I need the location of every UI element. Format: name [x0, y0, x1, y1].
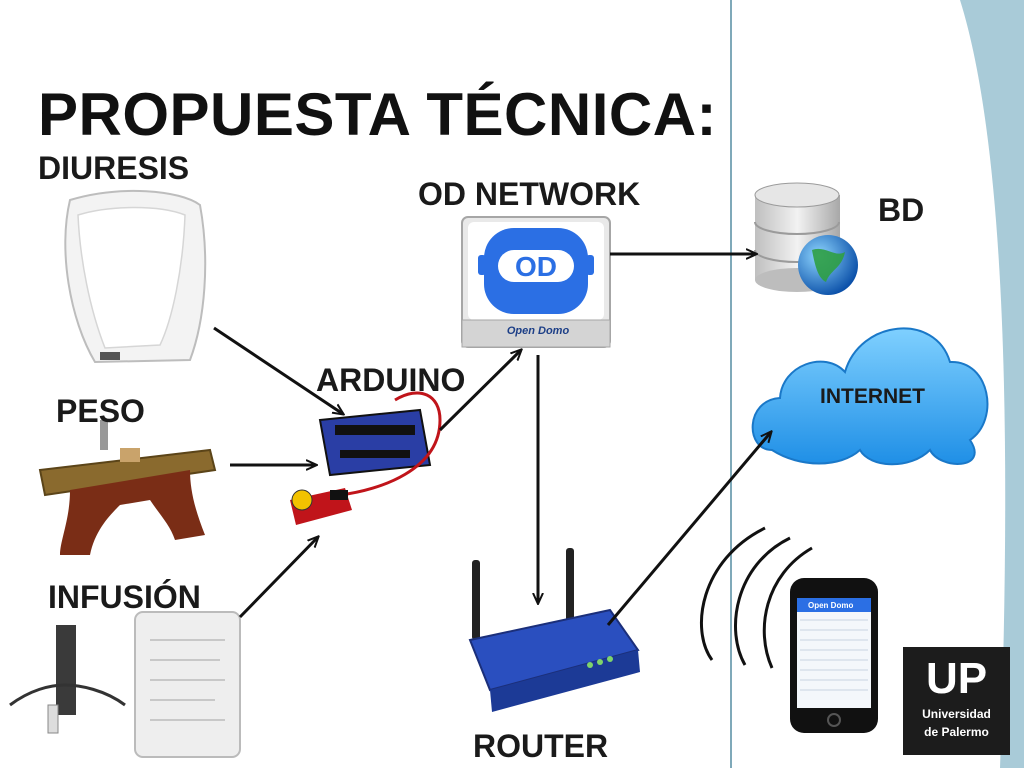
logo-line-2: de Palermo — [924, 725, 989, 739]
iv-drip-icon — [9, 611, 241, 758]
arrow-arduino-od — [438, 350, 521, 432]
logo-line-1: Universidad — [922, 707, 991, 721]
phone-brand-label: Open Domo — [808, 601, 854, 610]
wireless-signal-icon — [700, 526, 813, 669]
od-brand-label: Open Domo — [506, 325, 570, 337]
label-bd: BD — [878, 192, 925, 228]
scale-bed-icon — [38, 420, 217, 555]
arrow-diuresis-arduino — [213, 326, 343, 414]
internet-cloud-icon — [751, 327, 989, 466]
router-icon — [468, 548, 640, 712]
arduino-board-icon — [290, 391, 442, 525]
label-router: ROUTER — [473, 728, 609, 764]
label-diuresis: DIURESIS — [38, 150, 190, 186]
label-infusion: INFUSIÓN — [48, 579, 201, 615]
urinal-icon — [64, 189, 207, 364]
slide-title: PROPUESTA TÉCNICA: — [38, 81, 718, 148]
label-arduino: ARDUINO — [316, 362, 466, 398]
arrow-router-internet — [606, 432, 771, 626]
smartphone-icon — [790, 578, 878, 733]
university-logo: UP Universidad de Palermo — [903, 647, 1010, 755]
od-network-server-icon: OD — [461, 216, 611, 348]
od-logo-text: OD — [515, 251, 557, 282]
arrow-infusion-arduino — [238, 537, 318, 619]
label-internet: INTERNET — [820, 385, 925, 408]
label-peso: PESO — [56, 393, 145, 429]
logo-initials: UP — [925, 654, 988, 703]
database-icon — [754, 182, 858, 295]
label-od-network: OD NETWORK — [418, 176, 641, 212]
connection-arrows — [213, 254, 771, 626]
